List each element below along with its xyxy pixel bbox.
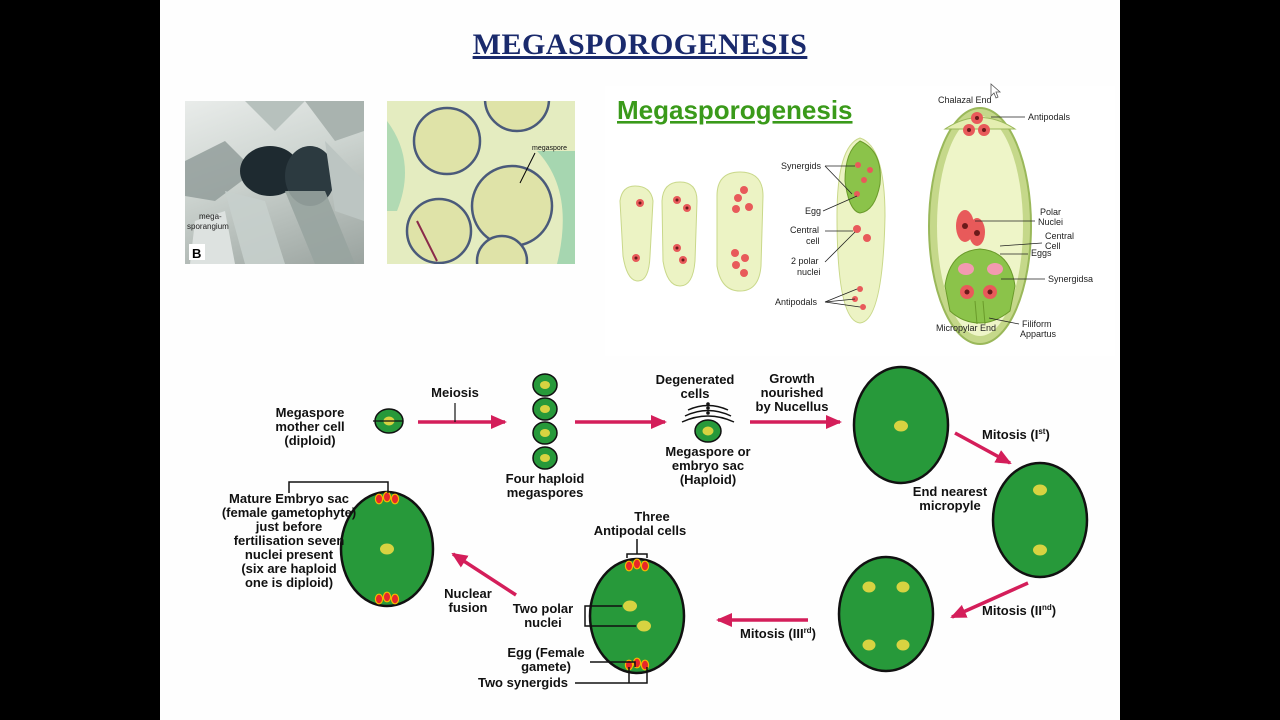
mature-line-6: (six are haploid: [241, 561, 336, 576]
label-micropylar-end: Micropylar End: [936, 323, 996, 333]
mature-line-2: (female gametophyte): [222, 505, 356, 520]
mother-cell-line-1: Megaspore: [276, 405, 345, 420]
top-heading: Megasporogenesis: [617, 95, 853, 125]
label-antipodals-left: Antipodals: [775, 297, 818, 307]
megasporangium-photo: mega- sporangium B: [185, 101, 364, 264]
growth-line-1: Growth: [769, 371, 815, 386]
megaspore-illustration: megaspore: [387, 101, 575, 264]
mature-line-1: Mature Embryo sac: [229, 491, 349, 506]
label-central-cell-r2: Cell: [1045, 241, 1061, 251]
megaspore-sac-line-1: Megaspore or: [665, 444, 750, 459]
label-synergids: Synergids: [781, 161, 822, 171]
mega-label-2: sporangium: [187, 222, 229, 231]
embryo-sac-development-diagram: Megaspore mother cell (diploid) Meiosis …: [222, 365, 1089, 690]
label-eggs: Eggs: [1031, 248, 1052, 258]
mitosis3-label: Mitosis (IIIrd): [740, 626, 816, 641]
growth-line-2: nourished: [761, 385, 824, 400]
end-nearest-line-2: micropyle: [919, 498, 980, 513]
mature-line-3: just before: [255, 519, 322, 534]
mouse-cursor-icon: [990, 83, 1002, 99]
label-egg: Egg: [805, 206, 821, 216]
label-polar-nuclei-r1: Polar: [1040, 207, 1061, 217]
four-haploid-line-2: megaspores: [507, 485, 584, 500]
mega-label-1: mega-: [199, 212, 222, 221]
corner-letter: B: [192, 246, 201, 261]
mother-cell-line-2: mother cell: [275, 419, 344, 434]
megaspore-label: megaspore: [532, 145, 567, 152]
egg-female-line-2: gamete): [521, 659, 571, 674]
nuclear-fusion-line-2: fusion: [449, 600, 488, 615]
egg-female-line-1: Egg (Female: [507, 645, 584, 660]
label-central-cell-r1: Central: [1045, 231, 1074, 241]
label-polar-nuclei-1: 2 polar: [791, 256, 819, 266]
label-filiform-1: Filiform: [1022, 319, 1052, 329]
slide: MEGASPOROGENESIS mega- sporangium B: [160, 0, 1120, 720]
degenerated-line-1: Degenerated: [656, 372, 735, 387]
label-antipodals-right: Antipodals: [1028, 112, 1071, 122]
label-synergidsa: Synergidsa: [1048, 274, 1093, 284]
four-haploid-line-1: Four haploid: [506, 471, 585, 486]
two-polar-line-1: Two polar: [513, 601, 573, 616]
megaspore-sac-line-3: (Haploid): [680, 472, 736, 487]
label-polar-nuclei-2: nuclei: [797, 267, 821, 277]
mother-cell-line-3: (diploid): [284, 433, 335, 448]
three-antipodal-line-2: Antipodal cells: [594, 523, 686, 538]
end-nearest-line-1: End nearest: [913, 484, 988, 499]
slide-title: MEGASPOROGENESIS: [472, 28, 808, 61]
megaspore-sac-line-2: embryo sac: [672, 458, 744, 473]
nuclear-fusion-line-1: Nuclear: [444, 586, 492, 601]
two-polar-line-2: nuclei: [524, 615, 562, 630]
label-filiform-2: Appartus: [1020, 329, 1057, 339]
megasporogenesis-stages-diagram: Megasporogenesis Synergids Egg Central c…: [605, 86, 1115, 356]
three-antipodal-line-1: Three: [634, 509, 669, 524]
mature-line-4: fertilisation seven: [234, 533, 345, 548]
two-synergids-label: Two synergids: [478, 675, 568, 690]
label-chalazal-end: Chalazal End: [938, 95, 992, 105]
label-central-cell-2: cell: [806, 236, 820, 246]
mature-line-7: one is diploid): [245, 575, 333, 590]
meiosis-label: Meiosis: [431, 385, 479, 400]
growth-line-3: by Nucellus: [756, 399, 829, 414]
mitosis1-label: Mitosis (Ist): [982, 427, 1050, 442]
mitosis2-label: Mitosis (IInd): [982, 603, 1056, 618]
megaspore-photo: megaspore: [387, 101, 575, 264]
mature-line-5: nuclei present: [245, 547, 334, 562]
label-central-cell-1: Central: [790, 225, 819, 235]
megasporangium-illustration: mega- sporangium B: [185, 101, 364, 264]
label-polar-nuclei-r2: Nuclei: [1038, 217, 1063, 227]
degenerated-line-2: cells: [681, 386, 710, 401]
